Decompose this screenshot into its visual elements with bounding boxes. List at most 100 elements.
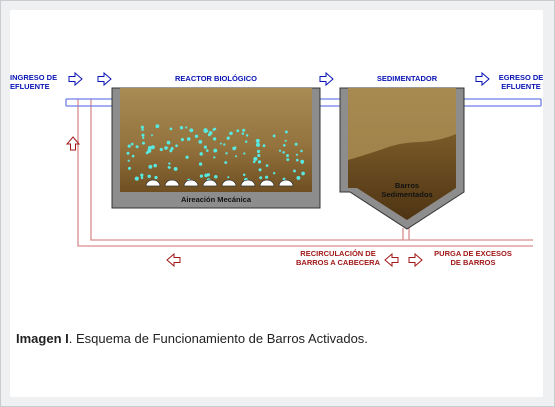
bubble	[147, 145, 152, 150]
label-recirculacion-1: RECIRCULACIÓN DE	[300, 249, 375, 258]
label-ingreso-1: INGRESO DE	[10, 73, 57, 82]
bubble	[300, 149, 303, 153]
bubble	[262, 144, 266, 148]
bubble	[127, 159, 130, 162]
arrow-up-icon	[65, 136, 81, 151]
label-purga-1: PURGA DE EXCESOS	[434, 249, 512, 258]
arrow-left-icon	[166, 252, 181, 268]
bubble	[155, 124, 160, 129]
bubble	[245, 140, 248, 143]
bubble	[153, 163, 157, 168]
settler-tank	[339, 87, 465, 230]
bubble	[296, 175, 301, 180]
bubble	[169, 127, 173, 131]
bubble	[286, 154, 289, 158]
bubble	[255, 138, 260, 143]
label-egreso-2: EFLUENTE	[501, 82, 541, 91]
bubble	[185, 126, 188, 129]
air-bubbles	[126, 124, 305, 183]
label-egreso-1: EGRESO DE	[499, 73, 544, 82]
bubble	[166, 140, 171, 145]
label-recirculacion-2: BARROS A CABECERA	[296, 258, 381, 267]
bubble	[242, 128, 246, 132]
bubble	[142, 136, 145, 139]
bubble	[207, 133, 211, 137]
bubble	[173, 166, 178, 171]
bubble	[126, 151, 130, 155]
bubble	[243, 152, 246, 155]
bubble	[145, 151, 149, 155]
aerator	[183, 179, 199, 187]
bubble	[255, 142, 261, 147]
bubble	[241, 132, 245, 135]
bubble	[203, 128, 208, 133]
bubble	[140, 125, 144, 129]
arrow-left-icon	[384, 252, 399, 268]
bubble	[141, 133, 145, 137]
bubble	[236, 129, 240, 133]
aerator	[202, 179, 218, 187]
bubble	[159, 147, 163, 152]
label-sedimentador: SEDIMENTADOR	[377, 74, 438, 83]
bubble	[294, 142, 298, 146]
bubble	[170, 146, 174, 151]
bubble	[130, 142, 134, 146]
bubble	[235, 155, 238, 158]
bubble	[131, 154, 135, 158]
label-barros-2: Sedimentados	[381, 190, 432, 199]
bubble	[253, 156, 258, 161]
bubble	[140, 176, 144, 180]
bubble	[169, 149, 173, 153]
bubble	[194, 134, 199, 139]
bubble	[198, 162, 203, 166]
bubble	[258, 168, 262, 172]
aerator	[240, 179, 256, 187]
arrow-right-icon	[319, 71, 334, 87]
arrow-right-icon	[475, 71, 490, 87]
bubble	[278, 149, 282, 152]
bubble	[225, 152, 228, 155]
aerator	[145, 179, 161, 187]
bubble	[286, 158, 290, 162]
bubble	[148, 164, 153, 169]
aerators	[145, 179, 294, 187]
arrow-right-icon	[97, 71, 112, 87]
bubble	[256, 149, 261, 154]
bubble	[295, 158, 299, 162]
bubble	[168, 162, 171, 165]
bubble	[127, 144, 131, 148]
label-barros-1: Barros	[395, 181, 419, 190]
bubble	[265, 175, 269, 179]
arrow-right-icon	[408, 252, 423, 268]
bubble	[227, 176, 230, 179]
bubble	[128, 166, 131, 170]
bubble	[198, 140, 203, 144]
bubble	[252, 160, 256, 164]
bubble	[204, 173, 208, 178]
bubble	[203, 145, 207, 149]
bubble	[257, 160, 262, 164]
bubble	[134, 176, 139, 181]
bubble	[301, 161, 304, 165]
bubble	[179, 126, 184, 130]
bubble	[284, 139, 287, 142]
caption-label: Imagen I	[16, 331, 69, 346]
bubble	[212, 128, 216, 131]
bubble	[199, 152, 203, 156]
bubble	[293, 169, 296, 173]
caption-text: . Esquema de Funcionamiento de Barros Ac…	[68, 331, 368, 346]
bubble	[151, 134, 153, 137]
bubble	[175, 144, 178, 148]
arrow-right-icon	[68, 71, 83, 87]
effluent-pipe	[65, 98, 542, 107]
bubble	[257, 153, 261, 158]
label-purga-2: DE BARROS	[450, 258, 495, 267]
flow-arrows	[65, 71, 490, 268]
bubble	[166, 146, 169, 149]
bubble	[229, 131, 233, 136]
aerator	[164, 179, 180, 187]
bubble	[154, 175, 158, 180]
bubble	[295, 153, 298, 156]
bubble	[242, 173, 246, 176]
